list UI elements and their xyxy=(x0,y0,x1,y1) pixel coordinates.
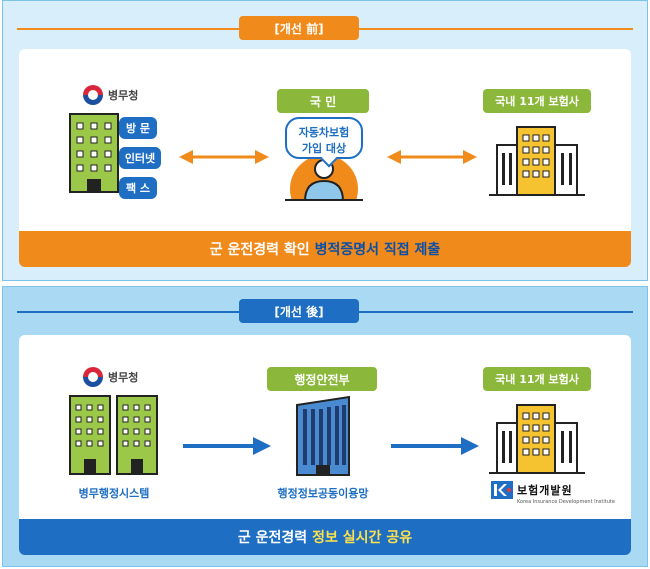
kidi-name: 보험개발원 xyxy=(517,484,573,497)
person-icon xyxy=(285,155,363,201)
before-section: [개선 前] 병무청 방 문 인터넷 팩 스 국 민 xyxy=(2,0,648,281)
before-header: [개선 前] xyxy=(239,16,359,40)
tag-fax: 팩 스 xyxy=(119,177,157,199)
insurers-title: 국내 11개 보험사 xyxy=(483,367,591,391)
bubble-line1: 자동차보험 xyxy=(298,126,350,139)
bubble-line2: 가입 대상 xyxy=(301,142,347,155)
before-banner-text: 군 운전경력 확인 xyxy=(209,242,310,258)
mma-org-name: 병무청 xyxy=(108,89,139,102)
after-banner: 군 운전경력 정보 실시간 공유 xyxy=(19,519,631,555)
mma-logo: 병무청 xyxy=(83,367,138,387)
after-panel: 병무청 병무행정시스템 xyxy=(19,335,631,535)
taeguk-emblem-icon xyxy=(83,85,103,105)
building-icon xyxy=(296,395,350,476)
building-icon xyxy=(489,404,585,474)
before-panel: 병무청 방 문 인터넷 팩 스 국 민 xyxy=(19,49,631,249)
building-icon xyxy=(489,126,585,196)
mois-title: 행정안전부 xyxy=(267,367,377,391)
building-icon xyxy=(69,395,158,475)
kidi-logo: 보험개발원 xyxy=(491,481,573,499)
right-arrow-icon xyxy=(391,437,479,455)
before-banner: 군 운전경력 확인 병적증명서 직접 제출 xyxy=(19,231,631,267)
mois-network-label: 행정정보공동이용망 xyxy=(277,487,369,500)
kidi-subtitle: Korea Insurance Development Institute xyxy=(517,499,615,505)
citizen-title: 국 민 xyxy=(277,89,369,113)
building-icon xyxy=(69,113,119,193)
double-arrow-icon xyxy=(179,150,269,164)
double-arrow-icon xyxy=(387,150,477,164)
insurance-bubble: 자동차보험 가입 대상 xyxy=(285,117,363,159)
before-banner-highlight: 병적증명서 직접 제출 xyxy=(314,242,441,258)
right-arrow-icon xyxy=(183,437,271,455)
kidi-logo-icon xyxy=(491,481,513,499)
taeguk-emblem-icon xyxy=(83,367,103,387)
mma-system-label: 병무행정시스템 xyxy=(78,487,150,500)
after-banner-text: 군 운전경력 xyxy=(237,530,308,546)
tag-visit: 방 문 xyxy=(119,117,157,139)
insurers-title: 국내 11개 보험사 xyxy=(483,89,591,113)
after-section: [개선 後] 병무청 병무행정시스템 xyxy=(2,286,648,567)
tag-internet: 인터넷 xyxy=(119,147,161,169)
after-banner-highlight: 정보 실시간 xyxy=(312,530,382,546)
after-header: [개선 後] xyxy=(239,299,359,323)
mma-org-name: 병무청 xyxy=(108,371,139,384)
mma-logo: 병무청 xyxy=(83,85,138,105)
after-banner-text-end: 공유 xyxy=(386,530,413,546)
